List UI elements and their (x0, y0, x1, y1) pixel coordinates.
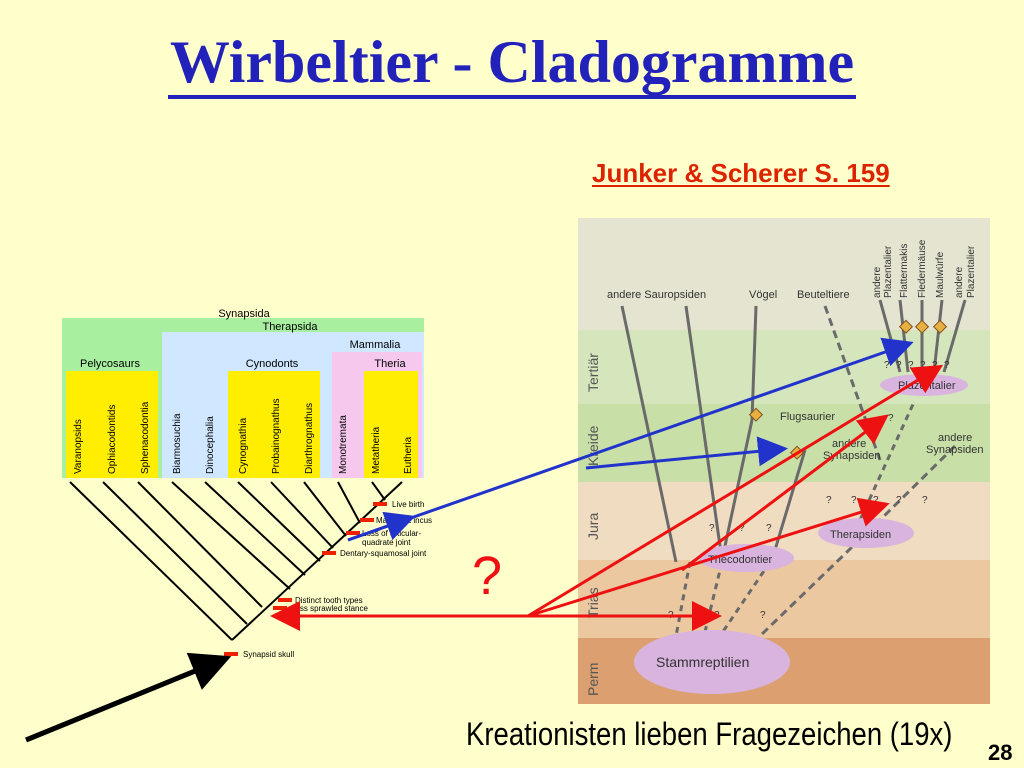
svg-text:?: ? (851, 495, 857, 506)
cynodonts-yellow (228, 371, 320, 478)
vlabel-andere: andere (872, 266, 883, 298)
char-loss2: quadrate joint (362, 538, 411, 547)
band-trias (578, 560, 990, 638)
node-thecodontier: Thecodontier (708, 554, 773, 566)
taxon-label: Biarmosuchia (172, 413, 183, 474)
svg-text:?: ? (760, 610, 766, 621)
svg-text:?: ? (709, 523, 715, 534)
therapsiden-oval (818, 518, 914, 548)
svg-text:?: ? (826, 495, 832, 506)
char-distinct: Distinct tooth types (295, 596, 363, 605)
taxon-label: Eutheria (403, 436, 414, 474)
svg-text:?: ? (766, 523, 772, 534)
vlabel-andere-2: andere (954, 266, 965, 298)
svg-text:?: ? (920, 360, 926, 371)
char-dentary: Dentary-squamosal joint (340, 549, 427, 558)
evolution-tree: Tertiär Kreide Jura Trias Perm (578, 218, 990, 704)
vlabel-fledermaeuse: Fledermäuse (917, 239, 928, 298)
theria-label: Theria (374, 358, 406, 370)
period-perm: Perm (585, 663, 601, 696)
reference-link[interactable]: Junker & Scherer S. 159 (592, 158, 890, 188)
vlabel-flattermakis: Flattermakis (899, 244, 910, 298)
pelycosaurs-yellow (66, 371, 158, 478)
taxon-label: Dinocephalia (205, 416, 216, 474)
page-number: 28 (988, 740, 1013, 765)
node-stammreptilien: Stammreptilien (656, 654, 749, 670)
vlabel-plazentalier: Plazentalier (883, 245, 894, 298)
thecodontier-oval (698, 544, 794, 572)
label-beuteltiere: Beuteltiere (797, 289, 850, 301)
taxon-label: Diarthrognathus (304, 403, 315, 474)
taxon-label: Ophiacodontids (107, 405, 118, 475)
period-tertiaer: Tertiär (585, 353, 601, 392)
taxon-label: Monotremata (338, 415, 349, 474)
pelycosaurs-label: Pelycosaurs (80, 358, 140, 370)
band-top (578, 218, 990, 330)
label-voegel: Vögel (749, 289, 777, 301)
svg-text:?: ? (873, 495, 879, 506)
taxon-label: Cynognathia (238, 417, 249, 474)
therapsida-label: Therapsida (262, 321, 318, 333)
blue-arrow-plazentalier (347, 337, 914, 542)
vlabel-plazentalier-2: Plazentalier (966, 245, 977, 298)
mammalia-label: Mammalia (350, 339, 402, 351)
svg-text:?: ? (896, 360, 902, 371)
node-synapsiden-2: Synapsiden (926, 444, 984, 456)
slide-title: Wirbeltier - Cladogramme (0, 28, 1024, 99)
cladogram-branches (69, 481, 403, 641)
footer-caption: Kreationisten lieben Fragezeichen (19x) (466, 716, 953, 752)
char-live-birth: Live birth (392, 500, 424, 509)
vlabel-maulwuerfe: Maulwürfe (935, 251, 946, 298)
character-marks (224, 502, 387, 656)
big-question-mark: ? (472, 546, 502, 606)
char-synapsid-skull: Synapsid skull (243, 650, 294, 659)
label-andere-sauropsiden: andere Sauropsiden (607, 289, 706, 301)
synapsida-label: Synapsida (218, 308, 270, 320)
root-arrow (25, 652, 232, 743)
taxon-label: Varanopsids (73, 419, 84, 474)
cynodonts-label: Cynodonts (246, 358, 299, 370)
theria-yellow (364, 371, 418, 478)
taxon-label: Metatheria (371, 426, 382, 474)
char-sprawled: Less sprawled stance (291, 604, 368, 613)
overlay-arrows (270, 337, 944, 631)
node-andere-2: andere (938, 432, 972, 444)
svg-text:?: ? (739, 523, 745, 534)
blue-arrow-synapsiden (585, 436, 788, 470)
taxon-label: Sphenacodontia (140, 401, 151, 474)
period-trias: Trias (585, 587, 601, 618)
cladogram: Synapsida Therapsida Mammalia Pelycosaur… (25, 308, 432, 743)
red-arrow-synapsiden (681, 414, 889, 572)
taxon-label: Probainognathus (271, 398, 282, 474)
svg-text:?: ? (944, 360, 950, 371)
node-flugsaurier: Flugsaurier (780, 411, 835, 423)
period-jura: Jura (585, 513, 601, 540)
svg-text:?: ? (896, 495, 902, 506)
svg-text:?: ? (908, 360, 914, 371)
node-therapsiden: Therapsiden (830, 529, 891, 541)
red-arrow-plazentalier (527, 364, 944, 618)
blue-arrow-cladogram (347, 511, 416, 542)
period-kreide: Kreide (585, 425, 601, 466)
svg-text:?: ? (922, 495, 928, 506)
stammreptilien-oval (634, 630, 790, 694)
svg-text:?: ? (888, 413, 894, 424)
svg-text:?: ? (884, 360, 890, 371)
red-arrow-therapsiden (527, 497, 890, 618)
